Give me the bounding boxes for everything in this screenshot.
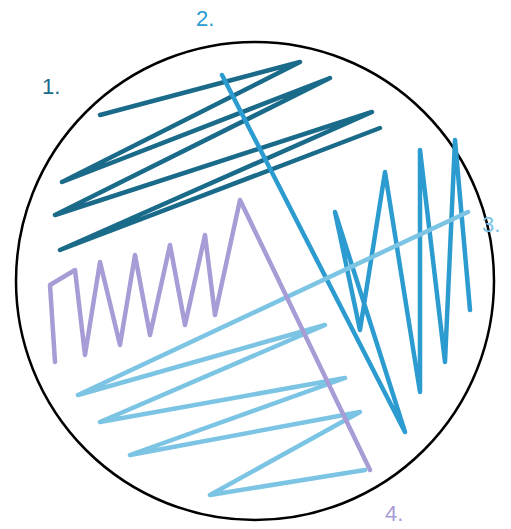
callout-number: 2. xyxy=(196,8,214,30)
callout-number: 4. xyxy=(385,503,403,525)
callout-number: 1. xyxy=(42,76,60,98)
callout-number: 3. xyxy=(482,214,500,236)
streak-four xyxy=(50,200,370,470)
streak-one xyxy=(55,62,380,250)
petri-dish xyxy=(16,42,494,520)
